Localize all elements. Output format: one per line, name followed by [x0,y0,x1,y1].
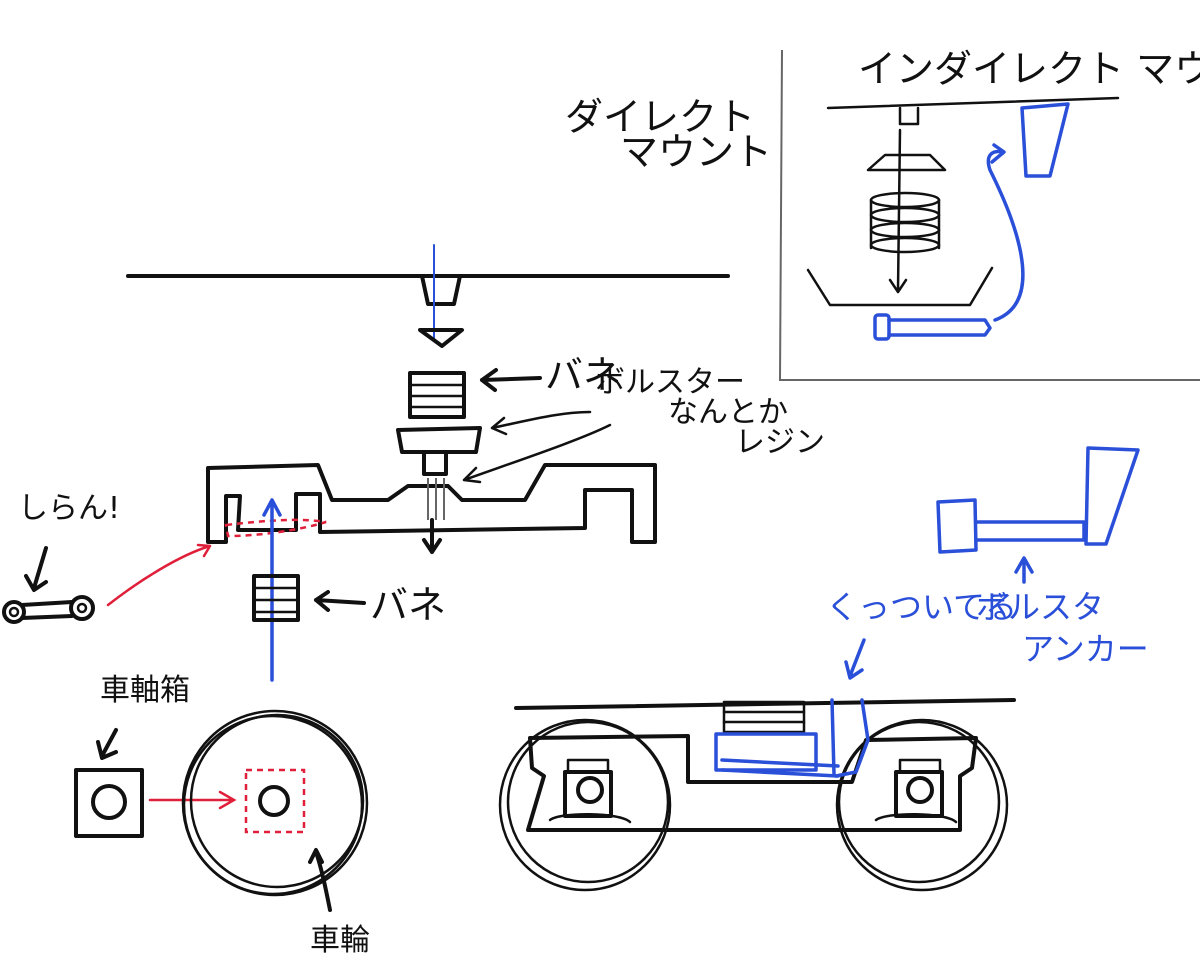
wheel-arrow [308,848,332,912]
anchor-end-block [936,498,978,554]
anchor-rod [974,520,1086,542]
bolster-anchor-detail: ボルスタ アンカー くっついてる [826,446,1149,680]
center-pivot [420,274,462,306]
bottom-spring [252,574,300,622]
axle-box-arrow [96,728,118,760]
spring-top-arrow [480,368,542,392]
resin-arrow [462,423,612,484]
resin-label-line1: なんとか [668,395,788,430]
unknown-label: しらん! [18,491,120,526]
truck-axle-box-left [548,758,632,824]
anchor-label-line1: ボルスタ [976,588,1104,626]
top-spring [408,371,466,419]
axle-box-label: 車軸箱 [100,673,190,708]
spring-bottom-label: バネ [370,583,446,627]
bent-label: くっついてる [826,588,1017,626]
direct-mount-label: ダイレクト マウント [565,95,772,174]
truck-axle-box-right [874,758,958,824]
indirect-mount-panel: インダイレクト マウント [778,47,1200,381]
anchor-label-line2: アンカー [1022,630,1149,668]
truck-side-frame [526,734,978,832]
inset-center-pin [898,106,920,126]
bolster-pin [422,450,448,476]
link-highlight [224,518,327,538]
axle-box [74,768,144,838]
direct-mount-line2: マウント [620,130,772,174]
truck-side-view [498,698,1016,892]
wheel-label: 車輪 [310,923,370,958]
spring-bottom-arrow [314,590,366,612]
bolster-arrow [490,410,592,436]
bolster-block [396,426,482,454]
truck-wheel-left [498,718,672,892]
anchor-bracket [1084,446,1140,546]
bogie-side-frame [206,463,657,544]
pin-hole [427,478,445,520]
inset-spring [869,191,941,254]
truck-body-line [514,698,1016,710]
axle-up-arrow [262,498,282,682]
bent-arrow [844,638,866,680]
link-red-arrow [106,543,212,607]
pin-down-arrow [422,518,442,554]
inset-bolster-plate [866,153,947,172]
inset-frame-bottom [806,266,994,307]
direct-mount-line1: ダイレクト [565,95,755,139]
axle-box-wheel: 車軸箱 車輪 [74,673,370,958]
inset-load-arrow [888,128,908,294]
unknown-arrow [24,546,48,592]
bolster-label: ボルスター [595,365,745,400]
direct-mount-exploded: バネ ボルスター なんとか レジン バネ しらん! [2,244,825,682]
truck-wheel-right [835,718,1009,892]
resin-label-line2: レジン [735,425,825,460]
anchor-up-arrow [1014,556,1034,584]
indirect-mount-title: インダイレクト マウント [858,47,1200,91]
truck-bolster [714,698,870,778]
pivot-arrowhead [418,328,464,348]
wheel [181,709,369,897]
link-part [2,595,95,624]
spring-top-label: バネ [545,353,621,397]
inset-frame [778,49,1200,381]
inset-bolster-anchor [873,102,1070,341]
inset-body-line [826,96,1120,110]
